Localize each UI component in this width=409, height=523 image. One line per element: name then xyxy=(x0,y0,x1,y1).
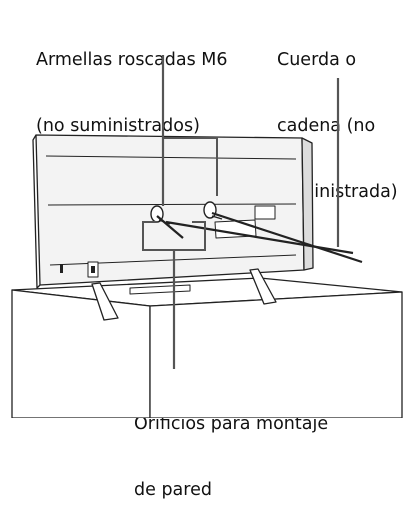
eyebolt-right-shaft xyxy=(211,215,223,220)
cords xyxy=(156,211,363,264)
eyebolt-right-ring xyxy=(203,201,217,219)
panel-line-top xyxy=(45,155,297,160)
cabinet-side xyxy=(149,291,403,418)
terminal-box xyxy=(254,205,276,220)
tv-illustration xyxy=(11,55,403,418)
eyebolts-label-line2: (no suministrados) xyxy=(36,116,200,136)
eyebolts-label-line1: Armellas roscadas M6 xyxy=(36,50,228,70)
right-foot xyxy=(249,268,277,305)
eyebolt-right xyxy=(203,201,223,220)
leader-lines xyxy=(161,55,340,369)
tv-side-edge xyxy=(301,137,314,271)
cord-label-line2: cadena (no xyxy=(277,116,376,136)
cord-left-short xyxy=(156,215,184,239)
wall-mount-holes-label-line2: de pared xyxy=(134,480,212,500)
power-connector-slot xyxy=(91,266,95,273)
cabinet-front xyxy=(11,289,151,418)
left-foot xyxy=(91,282,119,321)
tv-left-edge xyxy=(32,134,41,289)
panel-line-middle xyxy=(47,203,297,206)
tv-feet xyxy=(91,268,277,321)
small-port xyxy=(60,264,63,273)
cord-right-long xyxy=(211,211,363,264)
eyebolts-label: Armellas roscadas M6 (no suministrados) xyxy=(36,5,228,159)
cord-label-line1: Cuerda o xyxy=(277,50,357,70)
cabinet xyxy=(11,277,403,418)
